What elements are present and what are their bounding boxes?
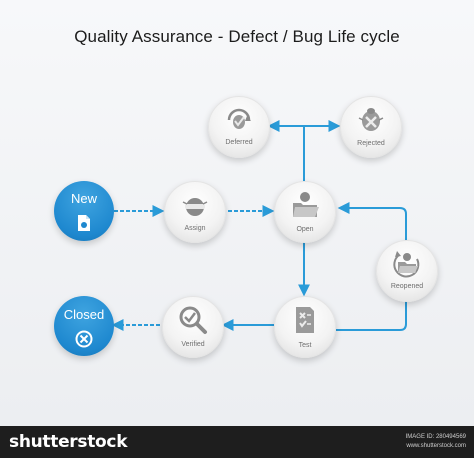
node-new[interactable]: New <box>54 181 114 241</box>
flow-connectors <box>111 120 407 331</box>
node-verified-label: Verified <box>181 341 205 348</box>
new-document-icon <box>78 215 90 231</box>
node-rejected-label: Rejected <box>357 140 385 147</box>
footer-brand: shutterstock <box>9 432 128 452</box>
node-assign-label: Assign <box>184 225 206 232</box>
node-closed[interactable]: Closed <box>54 296 114 356</box>
node-test-label: Test <box>298 342 312 349</box>
node-rejected[interactable]: Rejected <box>340 96 402 158</box>
node-reopened-label: Reopened <box>390 283 424 290</box>
node-deferred-label: Deferred <box>225 139 253 146</box>
footer-image-id: IMAGE ID: 280494569 <box>405 434 466 440</box>
open-folder-bug-icon <box>293 192 319 217</box>
test-checklist-icon <box>296 307 314 333</box>
node-reopened[interactable]: Reopened <box>376 240 438 302</box>
node-assign[interactable]: Assign <box>164 181 226 243</box>
deferred-cycle-icon <box>227 108 251 129</box>
node-test[interactable]: Test <box>274 296 336 358</box>
node-verified[interactable]: Verified <box>162 296 224 358</box>
node-new-label: New <box>70 191 97 206</box>
footer-site: www.shutterstock.com <box>406 443 466 449</box>
diagram-canvas: Quality Assurance - Defect / Bug Life cy… <box>0 0 474 426</box>
arrow-test-to-reopened <box>336 298 407 331</box>
node-deferred[interactable]: Deferred <box>208 96 270 158</box>
arrow-reopened-to-open <box>337 202 407 240</box>
reopened-folder-icon <box>393 251 420 278</box>
verified-magnifier-icon <box>179 306 207 334</box>
rejected-bug-icon <box>358 108 384 131</box>
closed-x-circle-icon <box>75 330 93 348</box>
node-open[interactable]: Open <box>274 181 336 243</box>
footer-meta: IMAGE ID: 280494569 www.shutterstock.com <box>406 433 466 451</box>
watermark-footer: shutterstock IMAGE ID: 280494569 www.shu… <box>0 426 474 458</box>
diagram-title: Quality Assurance - Defect / Bug Life cy… <box>74 27 400 46</box>
node-closed-label: Closed <box>63 307 105 322</box>
assign-bug-icon <box>182 198 208 216</box>
node-open-label: Open <box>296 226 314 233</box>
